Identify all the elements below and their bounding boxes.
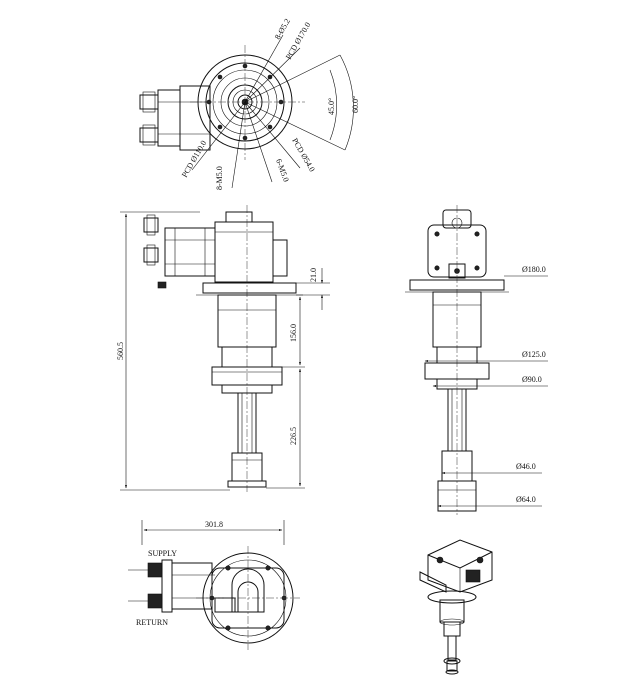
label-6-m5: 6-M5.0	[274, 158, 291, 183]
front-view-dims: 560.5 21.0 156.0 226.5	[116, 211, 330, 491]
side-flange	[409, 279, 505, 291]
bottom-view: 301.8 SUPPLY RETURN	[128, 520, 300, 650]
dim-dia-90: Ø90.0	[522, 375, 542, 384]
front-motor-body	[164, 227, 216, 277]
side-view: Ø180.0 Ø125.0 Ø90.0 Ø46.0 Ø64.0	[405, 205, 548, 515]
isometric-view	[419, 539, 493, 675]
label-angle-45: 45.0°	[327, 98, 336, 115]
top-view-labels: 8-Ø5.2 PCD Ø170.0 45.0° 60.0° PCD Ø54.0 …	[180, 17, 360, 190]
bottom-connectors	[128, 559, 215, 613]
dim-dia-180: Ø180.0	[522, 265, 546, 274]
dim-bottom-width: 301.8	[205, 520, 223, 529]
dim-dia-46: Ø46.0	[516, 462, 536, 471]
label-pcd-110: PCD Ø110.0	[180, 139, 208, 179]
dim-flange-thickness: 21.0	[309, 268, 318, 282]
supply-label: SUPPLY	[148, 549, 177, 558]
front-view-connectors	[143, 214, 167, 289]
dim-shaft-length: 226.5	[289, 427, 298, 445]
front-flange	[202, 282, 297, 294]
front-gearbox	[214, 221, 274, 283]
dim-dia-125: Ø125.0	[522, 350, 546, 359]
dim-height-total: 560.5	[116, 342, 125, 360]
top-view: 8-Ø5.2 PCD Ø170.0 45.0° 60.0° PCD Ø54.0 …	[139, 17, 360, 190]
top-view-connectors	[139, 85, 211, 151]
label-8-m5: 8-M5.0	[215, 166, 224, 190]
dim-dia-64: Ø64.0	[516, 495, 536, 504]
top-view-flange	[190, 34, 354, 189]
dim-column-height: 156.0	[289, 324, 298, 342]
side-view-dims: Ø180.0 Ø125.0 Ø90.0 Ø46.0 Ø64.0	[424, 265, 548, 508]
label-angle-60: 60.0°	[351, 96, 360, 113]
label-8-hole-dia: 8-Ø5.2	[273, 17, 292, 41]
return-label: RETURN	[136, 618, 168, 627]
front-view: 560.5 21.0 156.0 226.5	[116, 205, 330, 492]
label-pcd-54: PCD Ø54.0	[290, 137, 316, 174]
